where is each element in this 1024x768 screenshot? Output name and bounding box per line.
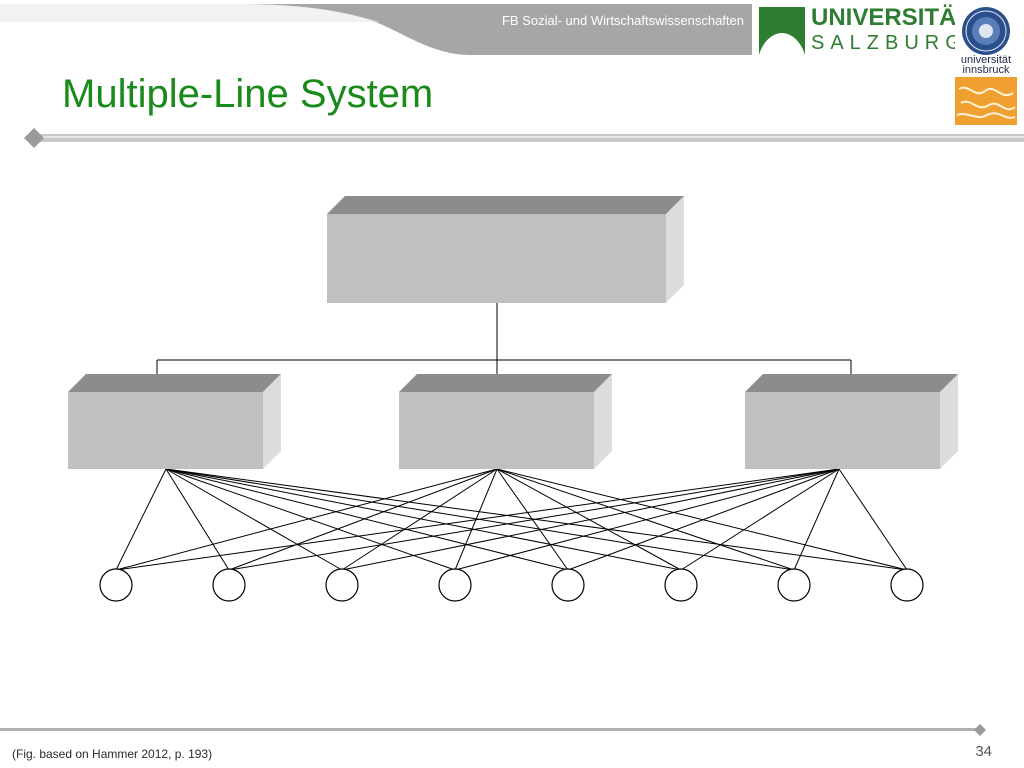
- worker-node-1: [99, 568, 133, 602]
- innsbruck-logo: [955, 3, 1017, 125]
- link-unit-1-worker-2: [165, 468, 230, 571]
- unit-boxes: [68, 196, 958, 469]
- link-unit-3-worker-3: [341, 468, 840, 571]
- link-unit-1-worker-6: [165, 468, 682, 571]
- salzburg-logo: [757, 3, 953, 57]
- worker-node-4: [438, 568, 472, 602]
- link-unit-3-worker-8: [838, 468, 908, 571]
- figure-source-note: (Fig. based on Hammer 2012, p. 193): [12, 747, 213, 761]
- title-divider: [24, 128, 1024, 148]
- link-unit-2-worker-1: [115, 468, 498, 571]
- salzburg-logo-line1: UNIVERSITÄT: [811, 4, 972, 31]
- link-unit-1-worker-1: [115, 468, 167, 571]
- page-number: 34: [975, 743, 992, 760]
- link-unit-3-worker-7: [793, 468, 840, 571]
- slide-title: Multiple-Line System: [62, 72, 434, 116]
- header-band: [0, 4, 752, 55]
- link-unit-1-worker-4: [165, 468, 456, 571]
- link-unit-3-worker-4: [454, 468, 840, 571]
- salzburg-logo-line2: SALZBURG: [811, 32, 967, 54]
- link-unit-2-worker-2: [228, 468, 498, 571]
- link-unit-1-worker-5: [165, 468, 569, 571]
- department-label: FB Sozial- und Wirtschaftswissenschaften: [501, 13, 744, 28]
- line-unit-box-3: [745, 374, 958, 469]
- line-unit-box-2: [399, 374, 612, 469]
- link-unit-1-worker-3: [165, 468, 343, 571]
- link-unit-3-worker-5: [567, 468, 840, 571]
- link-unit-2-worker-3: [341, 468, 498, 571]
- innsbruck-logo-line1: universität: [960, 54, 1012, 66]
- worker-node-6: [664, 568, 698, 602]
- innsbruck-logo-text: universität innsbruck: [955, 54, 1017, 76]
- worker-node-2: [212, 568, 246, 602]
- worker-node-3: [325, 568, 359, 602]
- innsbruck-logo-line2: innsbruck: [962, 64, 1010, 76]
- link-unit-2-worker-8: [496, 468, 908, 571]
- link-unit-3-worker-2: [228, 468, 840, 571]
- worker-node-5: [551, 568, 585, 602]
- line-unit-box-1: [68, 374, 281, 469]
- top-unit-box: [327, 196, 684, 303]
- worker-node-7: [777, 568, 811, 602]
- link-unit-3-worker-6: [680, 468, 840, 571]
- footer-divider: [0, 724, 986, 736]
- worker-node-8: [890, 568, 924, 602]
- worker-nodes: [99, 568, 924, 602]
- link-unit-3-worker-1: [115, 468, 840, 571]
- connector-lines: [115, 303, 908, 571]
